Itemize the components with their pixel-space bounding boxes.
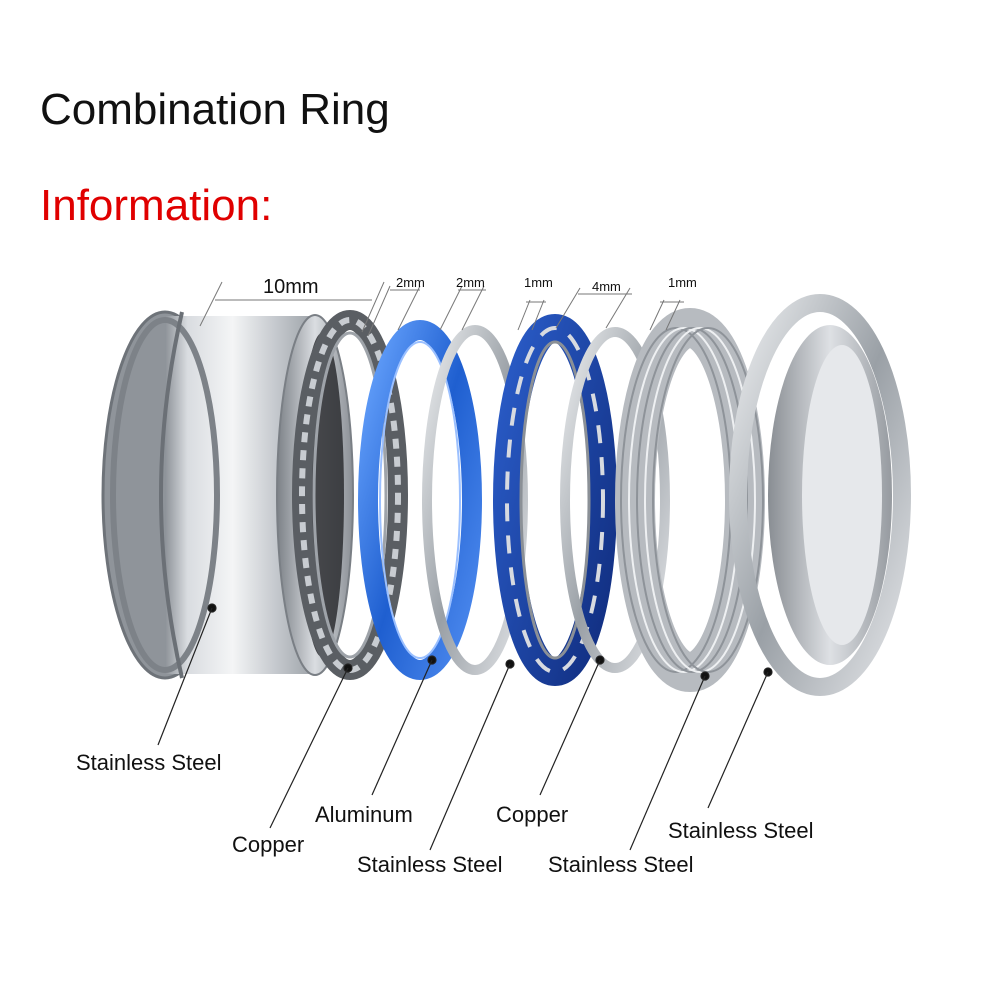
outer-steel-ring-right <box>729 294 911 696</box>
material-label-copper-2: Copper <box>496 802 568 827</box>
dimension-label-2mm-b: 2mm <box>456 275 485 290</box>
page-title: Combination Ring <box>40 85 390 134</box>
material-label-steel-2: Stainless Steel <box>357 852 503 877</box>
dimension-label-2mm-a: 2mm <box>396 275 425 290</box>
info-heading: Information: <box>40 181 273 230</box>
dimension-label-4mm: 4mm <box>592 279 621 294</box>
material-label-steel-4: Stainless Steel <box>668 818 814 843</box>
material-label-outer-band: Stainless Steel <box>76 750 222 775</box>
material-label-copper-1: Copper <box>232 832 304 857</box>
material-label-aluminum: Aluminum <box>315 802 413 827</box>
dimension-label-1mm-a: 1mm <box>524 275 553 290</box>
outer-band-stainless-steel <box>101 310 354 680</box>
dimension-label-10mm: 10mm <box>263 276 319 298</box>
thin-steel-ring-2 <box>560 327 670 673</box>
callout-leaders <box>157 603 773 851</box>
material-label-steel-3: Stainless Steel <box>548 852 694 877</box>
aluminum-blue-ring <box>358 320 482 680</box>
dimension-lines <box>199 281 684 337</box>
copper-leaf-ring <box>493 314 617 686</box>
dimension-label-1mm-b: 1mm <box>668 275 697 290</box>
thin-steel-ring-1 <box>422 325 528 675</box>
